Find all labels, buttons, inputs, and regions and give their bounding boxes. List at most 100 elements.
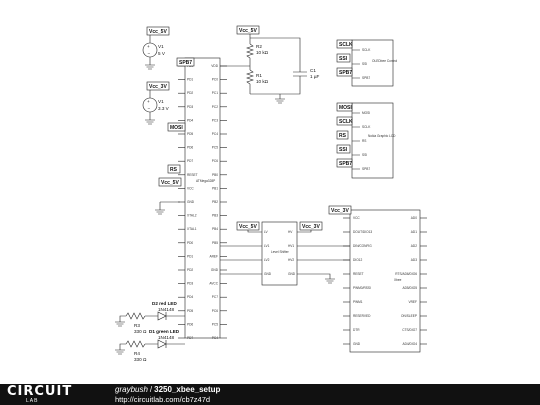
mcu-pin-label: GND	[211, 268, 219, 272]
mcu-pin-label: PD2	[187, 268, 193, 272]
divider-network: Vcc_5V R2 10 kΩ R1 10 kΩ C1 1 µF	[220, 25, 319, 104]
xbee-pin-labels: VCCDOUT/DIO13DIN/CONFIGDIO12RESETPWM0/RS…	[343, 216, 427, 346]
shifter-pin: HV1	[288, 244, 294, 248]
level-shifter: Vcc_5V Vcc_3V LV LV1 LV2 GND HV HV1 HV2 …	[220, 221, 350, 286]
xbee-pin-label: DTR	[353, 328, 360, 332]
xbee-pin-label: GND	[353, 342, 361, 346]
resistor-value: 330 Ω	[134, 357, 147, 362]
source-name: V1	[158, 44, 164, 49]
lcd-pin: MOSI	[362, 111, 370, 115]
xbee-pin-label: PWM0/RSSI	[353, 286, 371, 290]
xbee-pin-label: DIN/CONFIG	[353, 244, 372, 248]
circuitlab-logo[interactable]: CIRCUIT	[7, 384, 73, 399]
mcu-pin-label: PD7	[187, 159, 193, 163]
lcd-pin: SCLK	[362, 125, 371, 129]
lcd-pin: RS	[362, 139, 366, 143]
mcu-pin-label: PC4	[212, 132, 218, 136]
shifter-part-label: Level Shifter	[271, 250, 290, 254]
oled-pin: SSI	[362, 62, 367, 66]
mcu-pin-label: PD3	[187, 105, 193, 109]
oled-pin: SPB7	[362, 76, 370, 80]
led-red-circuit: D2 red LED 1N4148 R3 330 Ω	[114, 301, 185, 334]
net-tag-rs: RS	[339, 133, 347, 139]
mcu-pin-label: AREF	[209, 254, 218, 258]
xbee-pin-label: ON/SLEEP	[401, 314, 417, 318]
oled-module: SCLK SSI SPB7 SCLK SSI SPB7 OLEDbee Cont…	[336, 39, 397, 87]
circuit-url[interactable]: http://circuitlab.com/cb7z47d	[115, 395, 211, 404]
mcu-pin-label: PD0	[187, 241, 193, 245]
mcu-pin-label: PC4	[212, 336, 218, 340]
mcu-pin-label: PC2	[212, 105, 218, 109]
mcu-pin-label: PB0	[212, 173, 218, 177]
mcu-atmega: PD0PD1PD2PD3PD4PD5PD6PD7RESETVCCGNDXTAL2…	[154, 57, 227, 340]
led-part: 1N4148	[158, 335, 175, 340]
source-name: V1	[158, 99, 164, 104]
resistor-r2-name: R2	[256, 44, 262, 49]
resistor-value: 330 Ω	[134, 329, 147, 334]
xbee-pin-label: AD1	[411, 230, 417, 234]
lcd-module: MOSI SCLK RS SSI SPB7 MOSI SCLK RS SSI S…	[336, 102, 396, 179]
xbee-pin-label: AD3	[411, 258, 417, 262]
title-separator: /	[149, 385, 153, 394]
xbee-pin-label: AD5/DIO5	[402, 286, 417, 290]
voltage-source-5v: Vcc_5V + − V1 5 V	[142, 26, 170, 70]
net-tag-mosi: MOSI	[339, 105, 352, 111]
xbee-pin-label: VCC	[353, 216, 360, 220]
xbee-part-label: Xbee	[394, 278, 402, 282]
mcu-pin-label: VDD	[211, 64, 218, 68]
source-value: 3.3 V	[158, 106, 170, 111]
mcu-pin-label: PC7	[212, 295, 218, 299]
led-name: D1 green LED	[149, 329, 180, 334]
source-value: 5 V	[158, 51, 166, 56]
svg-text:+: +	[147, 99, 150, 104]
svg-text:+: +	[147, 44, 150, 49]
net-tag-spb7: SPB7	[339, 70, 352, 76]
xbee-pin-label: DIO12	[353, 258, 362, 262]
xbee-pin-label: PWM1	[353, 300, 363, 304]
circuitlab-logo-sub: LAB	[26, 398, 39, 404]
shifter-pin: LV1	[264, 244, 270, 248]
net-tag-vcc5v: Vcc_5V	[149, 29, 167, 35]
net-tag-spb7: SPB7	[179, 60, 192, 66]
net-tag-vcc3v: Vcc_3V	[302, 224, 320, 230]
led-green-circuit: D1 green LED 1N4148 R4 330 Ω	[114, 329, 185, 362]
net-tag-spb7: SPB7	[339, 161, 352, 167]
mcu-pin-label: XTAL2	[187, 214, 197, 218]
shifter-pin: HV	[288, 230, 293, 234]
xbee-pin-label: CTS/DIO7	[402, 328, 417, 332]
resistor-name: R3	[134, 323, 140, 328]
circuit-title: graybush/3250_xbee_setup	[115, 385, 220, 394]
led-name: D2 red LED	[152, 301, 177, 306]
mcu-pin-label: PC0	[212, 78, 218, 82]
mcu-pin-label: PD7	[187, 336, 193, 340]
mcu-pin-label: PC5	[212, 322, 218, 326]
mcu-pin-label: PB2	[212, 200, 218, 204]
xbee-pin-label: AD4/DIO4	[402, 342, 417, 346]
mcu-pin-stubs: PD0PD1PD2PD3PD4PD5PD6PD7RESETVCCGNDXTAL2…	[178, 64, 227, 340]
net-tag-sclk: SCLK	[339, 42, 353, 48]
resistor-name: R4	[134, 351, 140, 356]
mcu-pin-label: PD6	[187, 146, 193, 150]
footer-bar: CIRCUIT LAB graybush/3250_xbee_setup htt…	[0, 384, 540, 405]
mcu-pin-label: PD5	[187, 309, 193, 313]
mcu-pin-label: AVCC	[209, 282, 218, 286]
lcd-pin: SSI	[362, 153, 367, 157]
svg-text:−: −	[148, 106, 151, 111]
mcu-pin-label: PC5	[212, 146, 218, 150]
xbee-pin-label: AD2	[411, 244, 417, 248]
mcu-pin-label: PD1	[187, 78, 193, 82]
mcu-pin-label: PC6	[212, 309, 218, 313]
capacitor-c1-name: C1	[310, 68, 316, 73]
resistor-r1-name: R1	[256, 73, 262, 78]
mcu-pin-label: PD4	[187, 295, 193, 299]
mcu-pin-label: PB3	[212, 214, 218, 218]
mcu-pin-label: PD2	[187, 91, 193, 95]
mcu-pin-label: GND	[187, 200, 195, 204]
mcu-pin-label: PB4	[212, 227, 218, 231]
net-tag-ssi: SSI	[339, 56, 348, 62]
schematic-canvas: Vcc_5V + − V1 5 V Vcc_3V + − V1 3.3 V PD…	[114, 25, 427, 362]
author-link[interactable]: graybush	[115, 385, 148, 394]
xbee-module: Vcc_3V VCCDOUT/DIO13DIN/CONFIGDIO12RESET…	[328, 205, 427, 353]
mcu-part-label: ATMega328P	[196, 179, 215, 183]
net-tag-mosi: MOSI	[170, 125, 183, 131]
